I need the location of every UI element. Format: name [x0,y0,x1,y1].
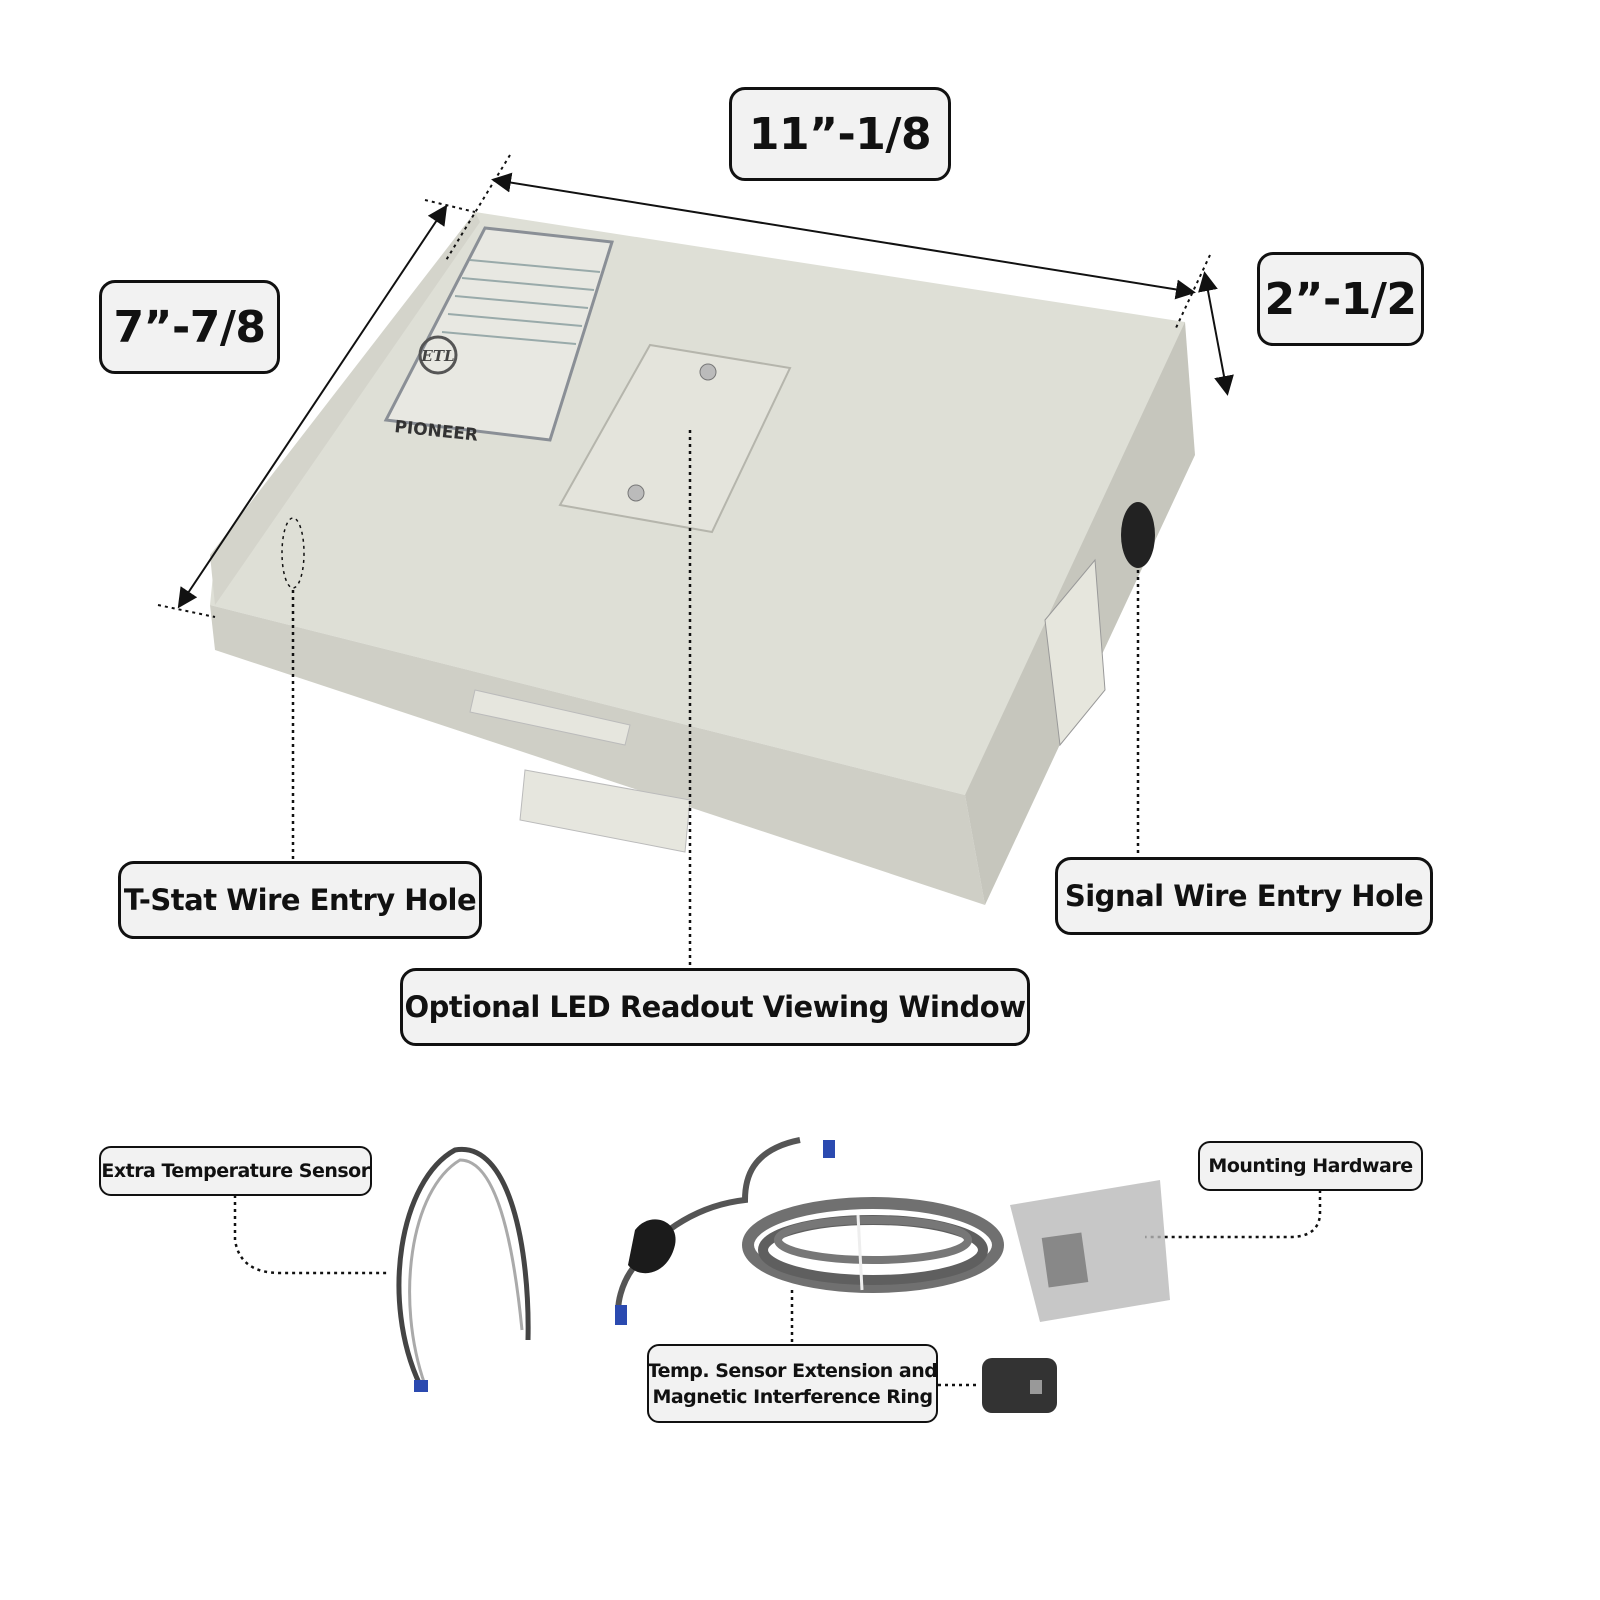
connector-icon [823,1140,835,1158]
dimension-lines [157,154,1234,618]
extra-temperature-sensor [396,1146,531,1392]
width-dimension-label: 11”-1/8 [729,87,951,181]
temp-sensor-extension-label: Temp. Sensor Extension and Magnetic Inte… [647,1344,938,1423]
signal-wire-entry-hole-label: Signal Wire Entry Hole [1055,857,1433,935]
signal-wire-entry-hole [1121,502,1155,568]
depth-dimension-label: 7”-7/8 [99,280,280,374]
certification-mark: ETL [420,347,454,365]
mounting-tab [469,689,631,746]
temp-sensor-extension-cable [615,1137,1004,1325]
mounting-hardware-bag [1010,1180,1170,1322]
extension-label-line-1: Temp. Sensor Extension and [647,1359,938,1382]
screw-icon [699,363,717,381]
mounting-hardware-label: Mounting Hardware [1198,1141,1423,1191]
extension-label-line-2: Magnetic Interference Ring [652,1385,933,1408]
magnetic-interference-ring [982,1358,1057,1413]
warning-label [1044,558,1106,747]
mounting-tab [519,769,691,853]
connector-icon [414,1380,428,1392]
tstat-wire-entry-hole-label: T-Stat Wire Entry Hole [118,861,482,939]
led-viewing-window-cover [558,343,792,534]
height-dimension-label: 2”-1/2 [1257,252,1424,346]
extra-temperature-sensor-label: Extra Temperature Sensor [99,1146,372,1196]
control-box [210,212,1195,905]
led-viewing-window-label: Optional LED Readout Viewing Window [400,968,1030,1046]
leader-lines [233,430,1322,1387]
screw-icon [627,484,645,502]
connector-icon [615,1305,627,1325]
